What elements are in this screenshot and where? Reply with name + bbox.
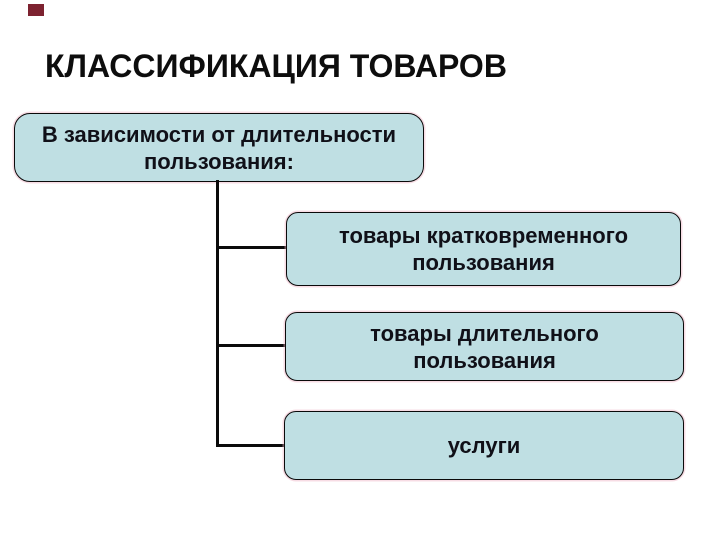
accent-square bbox=[28, 4, 44, 16]
item-short-term-line1: товары кратковременного bbox=[338, 223, 629, 248]
item-durable-line2: пользования bbox=[413, 347, 556, 373]
category-header-box: В зависимости от длительности пользовани… bbox=[14, 113, 424, 182]
connector-branch-short-term bbox=[216, 246, 286, 249]
item-durable-line1: товары длительного bbox=[370, 320, 599, 346]
item-services-line1: услуги bbox=[447, 433, 521, 458]
connector-branch-services bbox=[216, 444, 284, 447]
slide-title: КЛАССИФИКАЦИЯ ТОВАРОВ bbox=[45, 48, 507, 84]
connector-branch-durable bbox=[216, 344, 285, 347]
connector-vertical bbox=[216, 180, 219, 447]
item-box-durable-goods: товары длительного пользования bbox=[285, 312, 684, 381]
item-short-term-line2: пользования bbox=[412, 250, 555, 275]
item-box-short-term-goods: товары кратковременного пользования bbox=[286, 212, 681, 286]
category-header-line1: В зависимости от длительности bbox=[41, 121, 397, 147]
item-box-services: услуги bbox=[284, 411, 684, 480]
category-header-line2: пользования: bbox=[144, 148, 294, 174]
